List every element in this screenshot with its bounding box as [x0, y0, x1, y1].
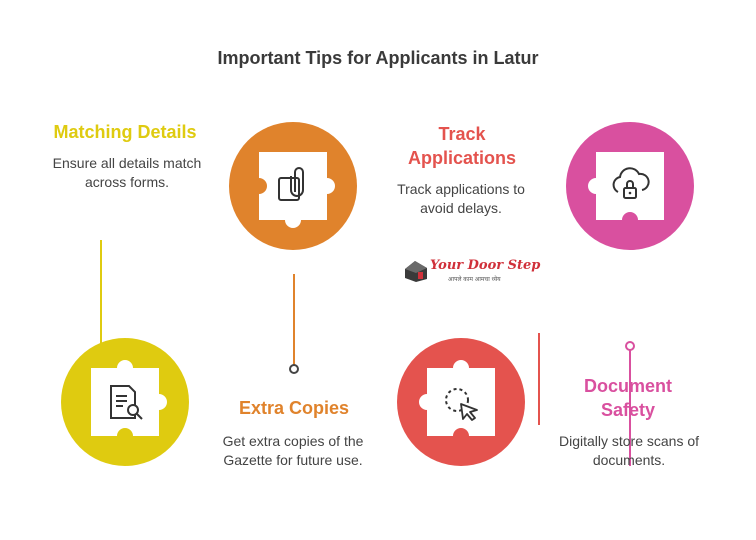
matching-details-connector	[100, 240, 102, 345]
track-applications-heading: Track Applications	[407, 124, 516, 168]
extra-copies-description: Get extra copies of the Gazette for futu…	[222, 433, 364, 468]
your-door-step-logo: Your Door Step आपले काम आमचा ध्येय	[403, 257, 540, 285]
puzzle-piece-orange	[259, 152, 335, 228]
matching-details-heading: Matching Details	[53, 122, 197, 142]
document-safety-heading: Document Safety	[583, 376, 672, 420]
document-safety-connector	[629, 348, 631, 466]
matching-details-circle	[61, 338, 189, 466]
matching-details-description: Ensure all details match across forms.	[52, 155, 202, 190]
extra-copies-heading: Extra Copies	[238, 398, 350, 418]
puzzle-piece-red	[419, 360, 495, 436]
cursor-click-icon	[445, 388, 478, 421]
document-search-icon	[110, 385, 143, 420]
track-applications-description: Track applications to avoid delays.	[397, 181, 525, 216]
logo-tagline: आपले काम आमचा ध्येय	[448, 277, 501, 283]
page-title: Important Tips for Applicants in Latur	[217, 48, 539, 68]
extra-copies-dot	[289, 364, 299, 374]
document-safety-dot	[625, 341, 635, 351]
extra-copies-connector	[293, 274, 295, 368]
extra-copies-circle	[229, 122, 357, 250]
track-applications-connector	[538, 333, 540, 425]
logo-name: Your Door Step	[430, 258, 541, 273]
cloud-lock-icon	[612, 167, 650, 199]
track-applications-circle	[397, 338, 525, 466]
house-logo-icon	[405, 261, 427, 282]
document-safety-description: Digitally store scans of documents.	[558, 433, 700, 468]
document-safety-circle	[566, 122, 694, 250]
attachment-copy-icon	[278, 167, 304, 201]
